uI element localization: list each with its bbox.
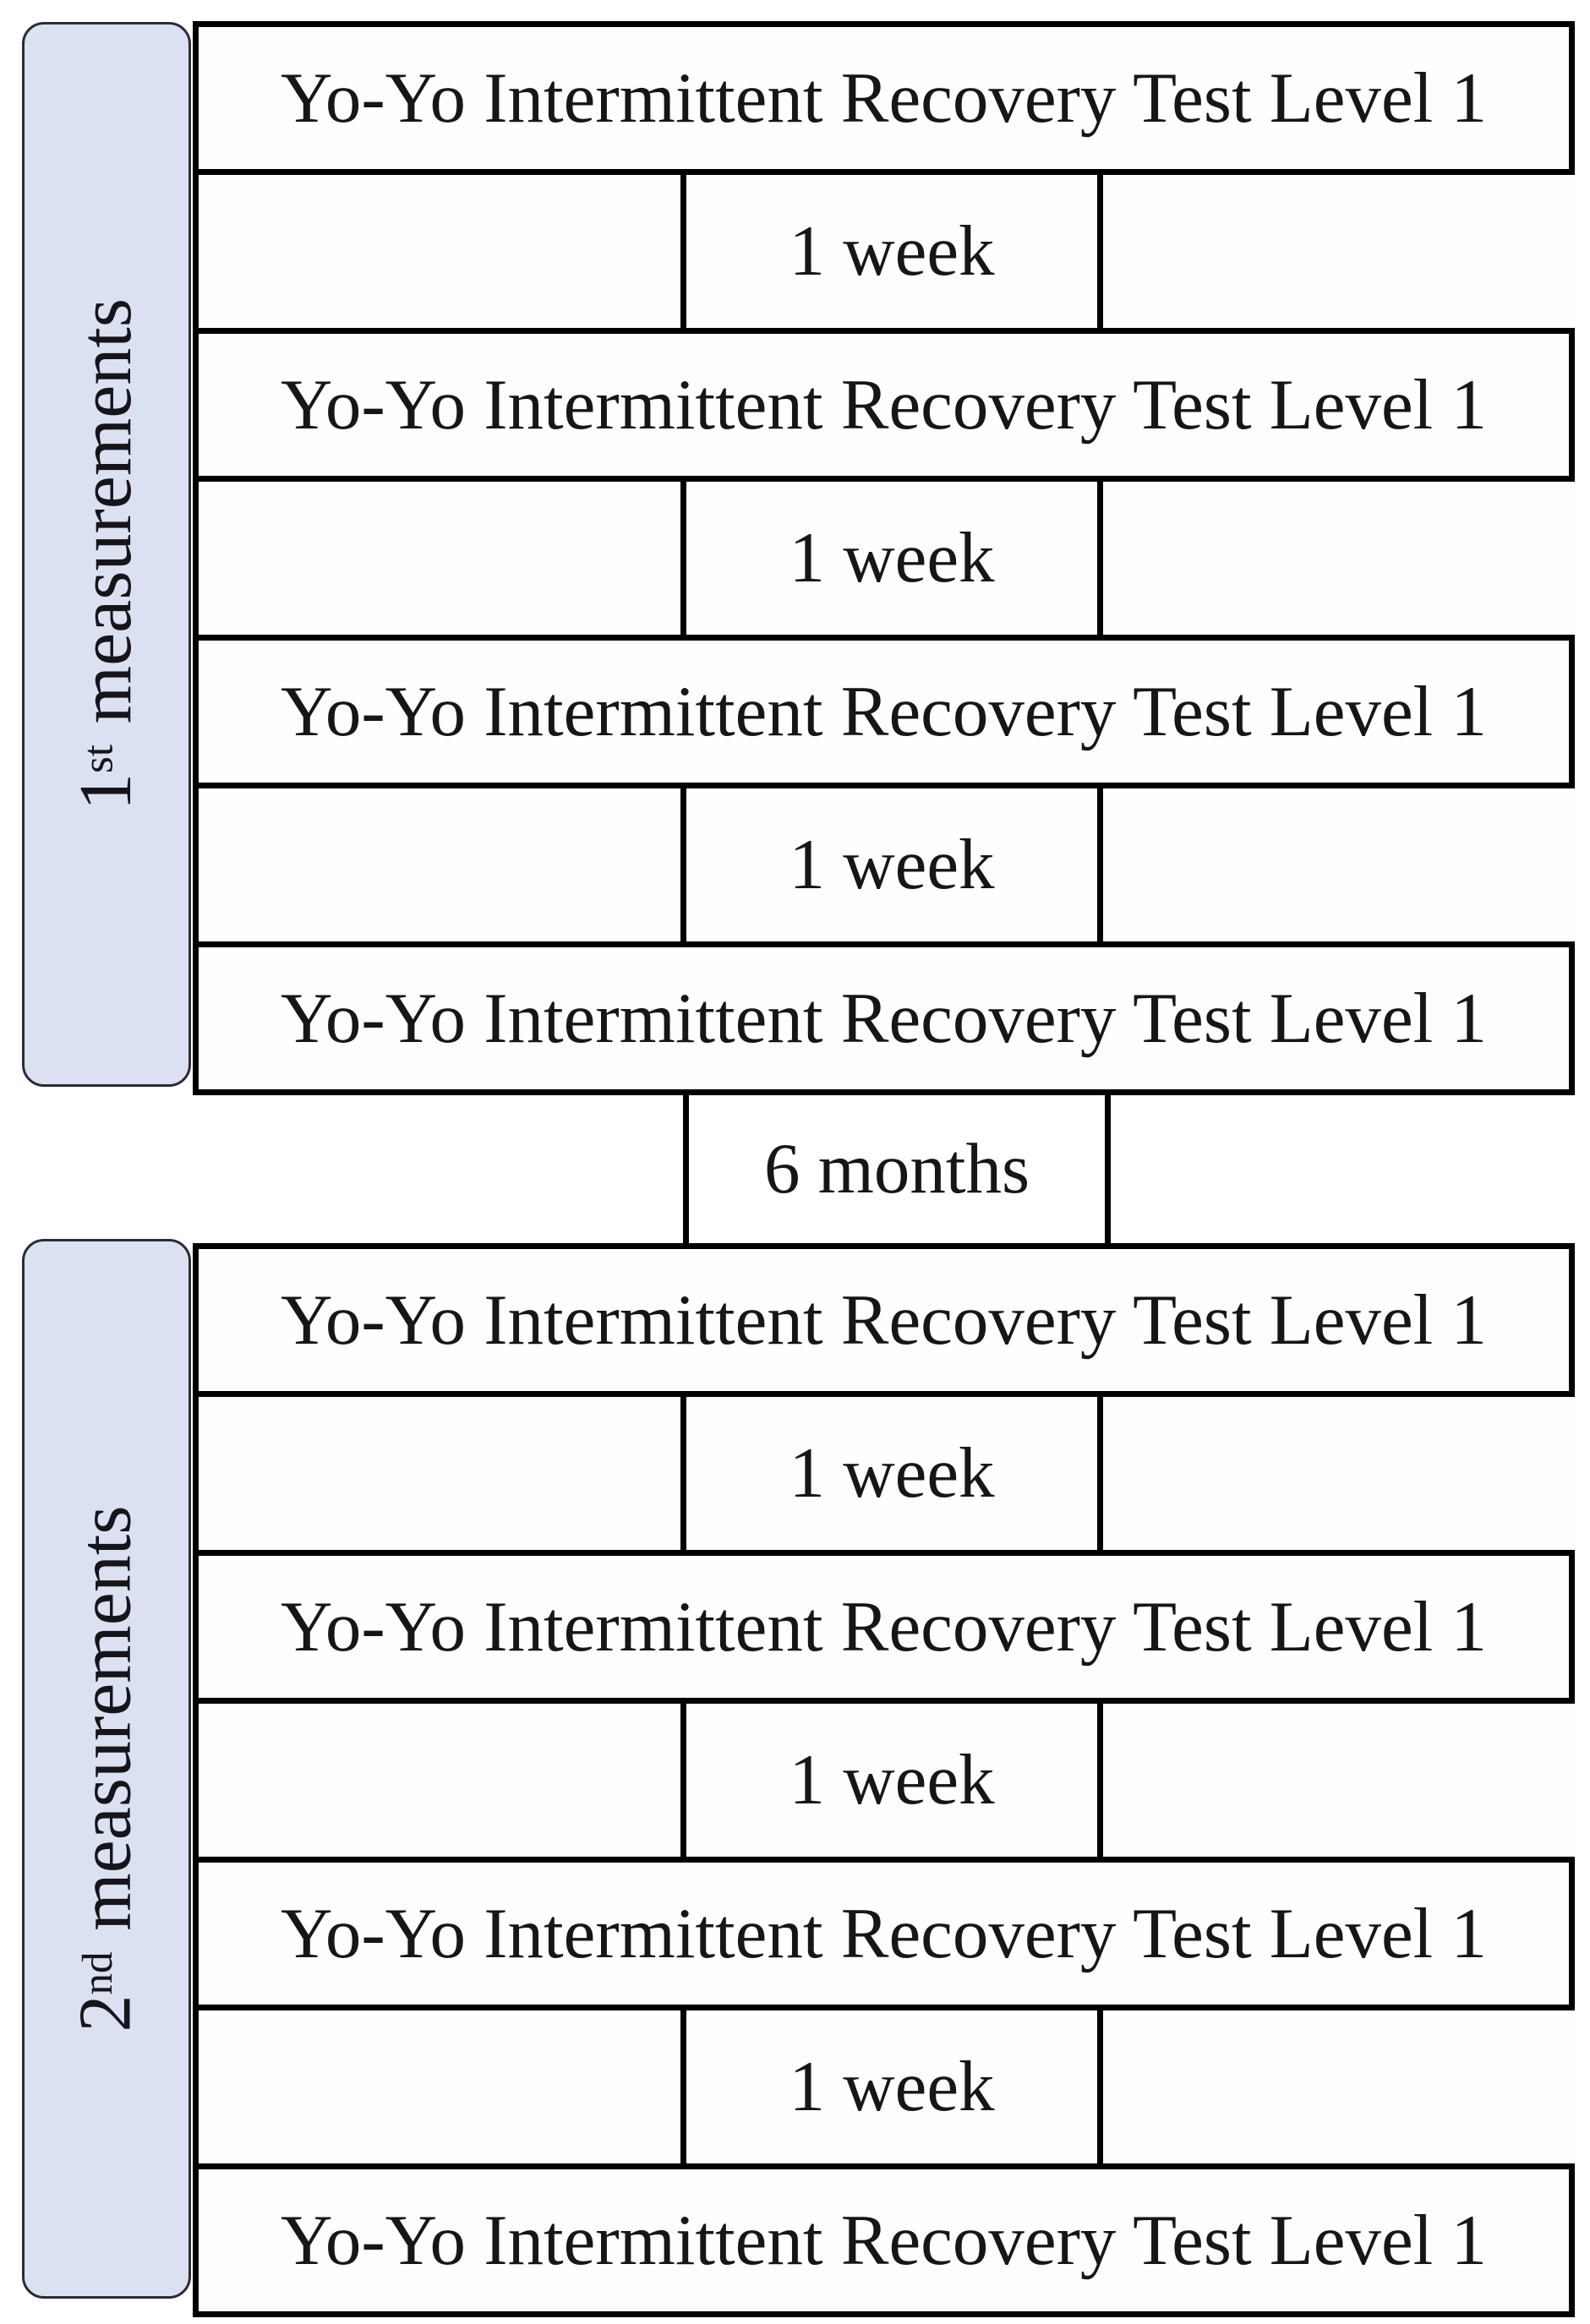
phase-2-interval-cell-1: 1 week <box>680 1397 1103 1550</box>
phase-1-test-box-4: Yo-Yo Intermittent Recovery Test Level 1 <box>193 941 1575 1095</box>
interval-label: 1 week <box>789 2047 995 2126</box>
phase-2-interval-row-3: 1 week <box>193 2010 1575 2163</box>
phase-1-interval-cell-3: 1 week <box>680 788 1103 941</box>
interval-label: 1 week <box>789 1433 995 1513</box>
between-phases-row: 6 months <box>193 1095 1575 1243</box>
phase-2-test-box-4: Yo-Yo Intermittent Recovery Test Level 1 <box>193 2163 1575 2317</box>
test-label: Yo-Yo Intermittent Recovery Test Level 1 <box>280 978 1488 1058</box>
test-label: Yo-Yo Intermittent Recovery Test Level 1 <box>280 1586 1488 1667</box>
test-label: Yo-Yo Intermittent Recovery Test Level 1 <box>280 671 1488 751</box>
phase-1-ordinal-number: 1 <box>65 773 147 811</box>
phase-1-interval-row-2: 1 week <box>193 482 1575 635</box>
phase-1-interval-cell-1: 1 week <box>680 175 1103 328</box>
test-label: Yo-Yo Intermittent Recovery Test Level 1 <box>280 2200 1488 2280</box>
phase-2-test-box-1: Yo-Yo Intermittent Recovery Test Level 1 <box>193 1243 1575 1397</box>
test-label: Yo-Yo Intermittent Recovery Test Level 1 <box>280 1893 1488 1973</box>
between-phases-label: 6 months <box>763 1129 1030 1208</box>
phase-1-test-box-2: Yo-Yo Intermittent Recovery Test Level 1 <box>193 328 1575 482</box>
phase-2-sidebar: 2nd measurements <box>22 1239 191 2299</box>
phase-2-ordinal-suffix: nd <box>74 1951 123 1995</box>
between-phases-cell: 6 months <box>683 1095 1111 1243</box>
phase-1-sidebar: 1st measurements <box>22 22 191 1087</box>
interval-label: 1 week <box>789 211 995 291</box>
interval-label: 1 week <box>789 518 995 597</box>
phase-1-test-box-1: Yo-Yo Intermittent Recovery Test Level 1 <box>193 21 1575 175</box>
phase-2-test-box-2: Yo-Yo Intermittent Recovery Test Level 1 <box>193 1550 1575 1704</box>
phase-2-interval-row-1: 1 week <box>193 1397 1575 1550</box>
phase-1-interval-row-3: 1 week <box>193 788 1575 941</box>
phase-2-interval-cell-2: 1 week <box>680 1704 1103 1857</box>
phase-2-label-word: measurements <box>65 1505 148 1931</box>
interval-label: 1 week <box>789 1740 995 1819</box>
phase-1-interval-cell-2: 1 week <box>680 482 1103 635</box>
phase-1-ordinal-suffix: st <box>74 744 123 774</box>
phase-1-interval-row-1: 1 week <box>193 175 1575 328</box>
interval-label: 1 week <box>789 825 995 904</box>
phase-2-sidebar-label: 2nd measurements <box>65 1505 147 2032</box>
test-label: Yo-Yo Intermittent Recovery Test Level 1 <box>280 57 1488 138</box>
phase-1-label-word: measurements <box>65 297 147 724</box>
phase-2-test-box-3: Yo-Yo Intermittent Recovery Test Level 1 <box>193 1857 1575 2010</box>
phase-2-interval-row-2: 1 week <box>193 1704 1575 1857</box>
phase-1-test-box-3: Yo-Yo Intermittent Recovery Test Level 1 <box>193 635 1575 788</box>
phase-1-sidebar-label: 1st measurements <box>65 298 147 810</box>
test-schedule-table: Yo-Yo Intermittent Recovery Test Level 1… <box>193 21 1575 2317</box>
phase-2-interval-cell-3: 1 week <box>680 2010 1103 2163</box>
phase-2-ordinal-number: 2 <box>65 1994 148 2032</box>
test-label: Yo-Yo Intermittent Recovery Test Level 1 <box>280 364 1488 445</box>
test-label: Yo-Yo Intermittent Recovery Test Level 1 <box>280 1279 1488 1360</box>
